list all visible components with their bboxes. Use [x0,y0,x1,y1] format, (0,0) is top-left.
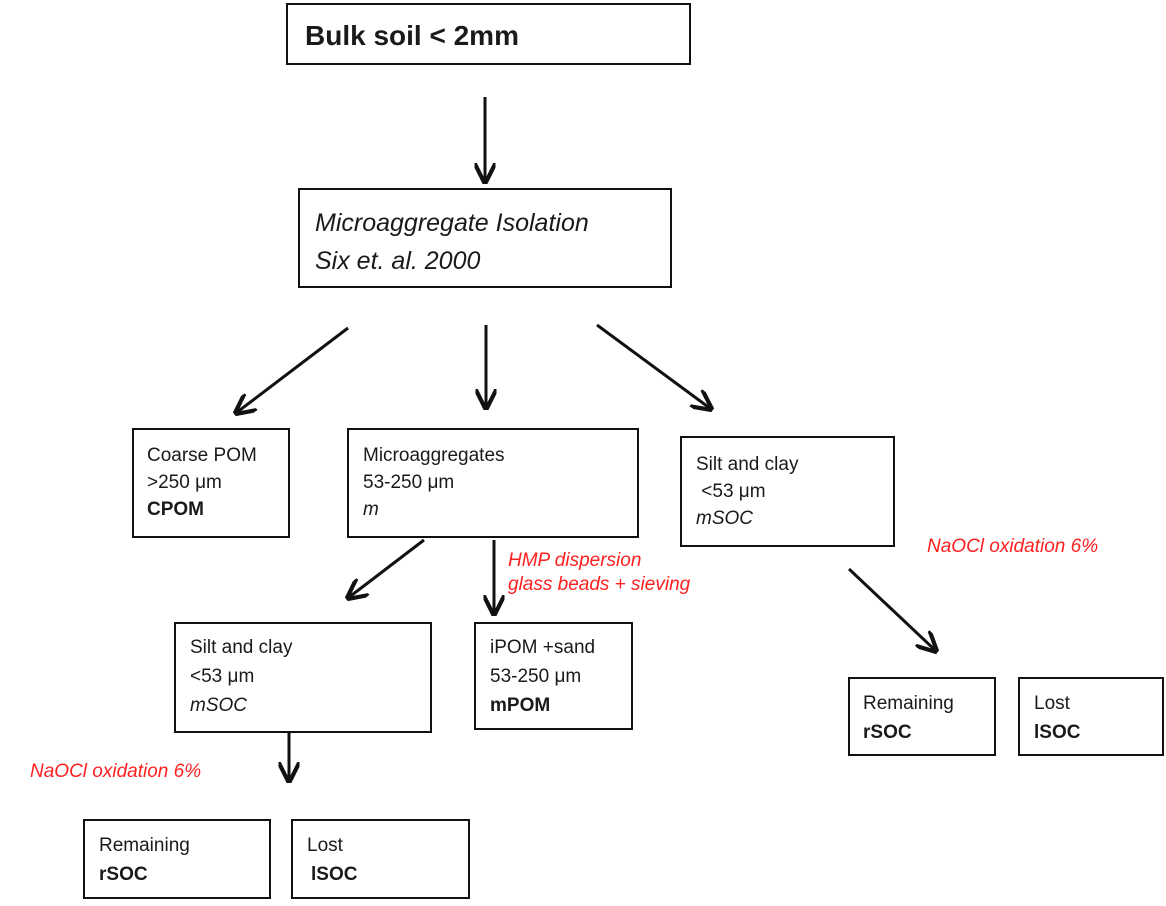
arrow-isolation-to-siltclay [596,323,711,409]
siltclay-top-size: <53 μm [696,481,766,502]
right-remaining-abbrev: rSOC [863,722,912,743]
naocl-note-right: NaOCl oxidation 6% [927,535,1098,559]
microaggregates-abbrev: m [363,499,379,520]
isolation-box: Microaggregate Isolation Six et. al. 200… [298,188,672,288]
right-lost-label: Lost [1034,693,1070,714]
right-lost-box: Lost lSOC [1018,677,1164,756]
hmp-note-line1: HMP dispersion [508,550,642,571]
right-lost-abbrev: lSOC [1034,722,1081,743]
siltclay-top-abbrev: mSOC [696,508,753,529]
left-lost-box: Lost lSOC [291,819,470,899]
ipom-name: iPOM +sand [490,637,596,658]
naocl-note-right-text: NaOCl oxidation 6% [927,536,1099,557]
cpom-box: Coarse POM >250 μm CPOM [132,428,290,538]
left-remaining-box: Remaining rSOC [83,819,271,899]
right-remaining-box: Remaining rSOC [848,677,996,756]
cpom-size: >250 μm [147,472,222,493]
left-remaining-label: Remaining [99,835,190,856]
left-lost-label: Lost [307,835,343,856]
isolation-title: Microaggregate Isolation [315,209,589,237]
arrow-micro-to-siltclay [348,538,425,598]
cpom-name: Coarse POM [147,445,257,466]
microaggregates-name: Microaggregates [363,445,505,466]
isolation-reference: Six et. al. 2000 [315,247,481,275]
left-remaining-abbrev: rSOC [99,864,148,885]
siltclay-top-name: Silt and clay [696,454,799,475]
ipom-size: 53-250 μm [490,666,582,687]
ipom-box: iPOM +sand 53-250 μm mPOM [474,622,633,730]
cpom-abbrev: CPOM [147,499,204,520]
arrow-isolation-to-cpom [236,326,349,413]
siltclay-mid-name: Silt and clay [190,637,293,658]
left-lost-abbrev: lSOC [311,864,358,885]
siltclay-mid-box: Silt and clay <53 μm mSOC [174,622,432,733]
microaggregates-box: Microaggregates 53-250 μm m [347,428,639,538]
hmp-note-line2: glass beads + sieving [508,574,691,595]
bulk-soil-label: Bulk soil < 2mm [305,20,519,51]
bulk-soil-box: Bulk soil < 2mm [286,3,691,65]
hmp-dispersion-note: HMP dispersion glass beads + sieving [508,549,690,597]
microaggregates-size: 53-250 μm [363,472,455,493]
siltclay-top-box: Silt and clay <53 μm mSOC [680,436,895,547]
naocl-note-left-text: NaOCl oxidation 6% [30,761,202,782]
ipom-abbrev: mPOM [490,695,551,716]
arrow-siltclay-to-remaining-right [847,567,936,651]
siltclay-mid-size: <53 μm [190,666,255,687]
right-remaining-label: Remaining [863,693,954,714]
siltclay-mid-abbrev: mSOC [190,695,247,716]
naocl-note-left: NaOCl oxidation 6% [30,760,201,784]
